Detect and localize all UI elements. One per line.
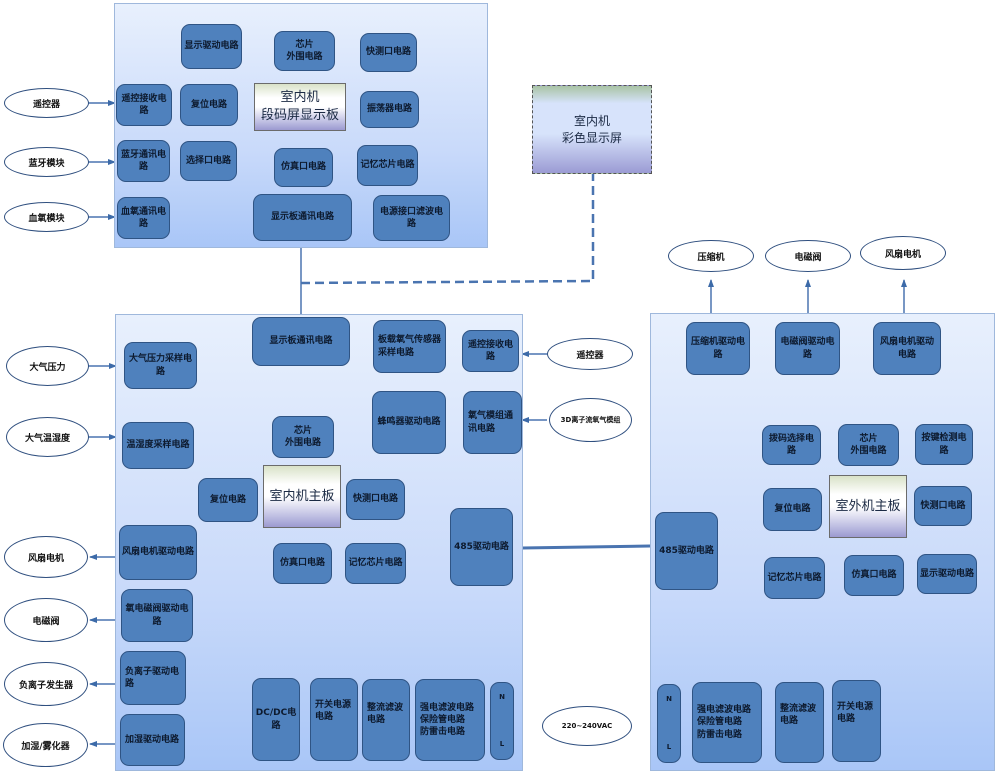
block-switch-psu: 开关电源 电路 [310, 678, 358, 761]
display-board-label: 室内机 段码屏显示板 [254, 83, 346, 131]
block-rectifier-out: 整流滤波 电路 [775, 682, 824, 763]
block-emulator-main: 仿真口电路 [273, 543, 332, 584]
terminal-block-nl: N L [490, 682, 514, 760]
block-buzzer: 蜂鸣器驱动电路 [372, 391, 446, 454]
block-humidifier: 加湿驱动电路 [120, 714, 185, 766]
block-fast-test: 快测口电路 [360, 33, 417, 72]
block-spo2-comm: 血氧通讯电路 [117, 197, 170, 239]
output-valve: 电磁阀 [4, 598, 88, 642]
block-compressor-drv: 压缩机驱动电路 [686, 322, 750, 375]
input-pressure: 大气压力 [6, 346, 89, 386]
block-emulator: 仿真口电路 [274, 148, 333, 187]
block-emulator-out: 仿真口电路 [844, 555, 904, 596]
block-dip-select: 拨码选择电路 [762, 425, 821, 465]
block-rectifier: 整流滤波 电路 [362, 679, 410, 761]
block-memory-main: 记忆芯片电路 [345, 543, 406, 584]
block-fast-test-out: 快测口电路 [914, 486, 972, 526]
block-bt-comm: 蓝牙通讯电路 [117, 140, 170, 182]
terminal-l: L [499, 739, 505, 748]
block-display-comm-main: 显示板通讯电路 [252, 317, 350, 366]
block-chip-periph: 芯片 外围电路 [274, 31, 335, 71]
block-remote-rx: 遥控接收电路 [116, 84, 172, 126]
block-display-drv-out: 显示驱动电路 [917, 554, 977, 594]
block-emi-out: 强电滤波电路 保险管电路 防雷击电路 [692, 682, 762, 763]
output-compressor: 压缩机 [668, 240, 754, 272]
block-select-port: 选择口电路 [180, 141, 237, 181]
block-reset: 复位电路 [180, 84, 238, 126]
block-display-driver: 显示驱动电路 [181, 24, 242, 69]
terminal-n: N [499, 693, 505, 701]
line-485-link [521, 544, 651, 550]
block-memory: 记忆芯片电路 [357, 145, 418, 186]
block-chip-periph-out: 芯片 外围电路 [838, 424, 899, 466]
input-remote: 遥控器 [4, 88, 89, 118]
block-485-main: 485驱动电路 [450, 508, 513, 586]
block-key-detect: 按键检测电路 [915, 424, 973, 465]
input-temp-hum: 大气温湿度 [6, 417, 89, 457]
terminal-n-out: N [666, 695, 672, 703]
block-fan-drv: 风扇电机驱动电路 [873, 322, 941, 375]
block-power-filter: 电源接口滤波电路 [373, 195, 450, 241]
block-reset-main: 复位电路 [198, 478, 258, 522]
block-o2-valve: 氧电磁阀驱动电路 [121, 589, 193, 642]
output-fan: 风扇电机 [4, 536, 88, 578]
block-emi: 强电滤波电路 保险管电路 防雷击电路 [415, 679, 485, 761]
block-reset-out: 复位电路 [763, 488, 822, 531]
block-memory-out: 记忆芯片电路 [764, 557, 825, 599]
block-fan-driver: 风扇电机驱动电路 [119, 525, 197, 580]
block-display-comm: 显示板通讯电路 [253, 194, 352, 241]
terminal-l-out: L [666, 742, 672, 751]
block-switch-psu-out: 开关电源 电路 [832, 680, 881, 762]
block-temp-hum: 温湿度采样电路 [122, 422, 194, 469]
terminal-block-nl-out: N L [657, 684, 681, 763]
indoor-main-label: 室内机主板 [263, 465, 341, 528]
color-screen: 室内机 彩色显示屏 [532, 85, 652, 174]
block-oscillator: 振荡器电路 [360, 91, 419, 128]
block-dcdc: DC/DC电路 [252, 678, 300, 761]
block-485-out: 485驱动电路 [655, 512, 718, 590]
input-remote-2: 遥控器 [547, 338, 633, 370]
block-valve-drv: 电磁阀驱动电路 [775, 322, 840, 375]
block-chip-periph-main: 芯片 外围电路 [272, 416, 334, 458]
input-spo2: 血氧模块 [4, 202, 89, 232]
output-anion: 负离子发生器 [4, 662, 88, 706]
block-anion: 负离子驱动电路 [120, 651, 186, 705]
block-o2-module-comm: 氧气模组通讯电路 [463, 391, 522, 454]
output-valve-out: 电磁阀 [765, 240, 851, 272]
block-pressure: 大气压力采样电路 [124, 342, 197, 389]
output-fan-out: 风扇电机 [860, 236, 946, 270]
input-o2-module: 3D离子流氧气模组 [549, 398, 632, 442]
outdoor-main-label: 室外机主板 [829, 475, 907, 538]
block-o2-sensor: 板载氧气传感器采样电路 [373, 320, 446, 373]
output-humidifier: 加湿/雾化器 [3, 723, 88, 767]
input-bluetooth: 蓝牙模块 [4, 147, 89, 177]
block-fast-test-main: 快测口电路 [346, 479, 405, 520]
block-remote-rx-main: 遥控接收电路 [462, 330, 519, 372]
power-source: 220~240VAC [542, 706, 632, 746]
